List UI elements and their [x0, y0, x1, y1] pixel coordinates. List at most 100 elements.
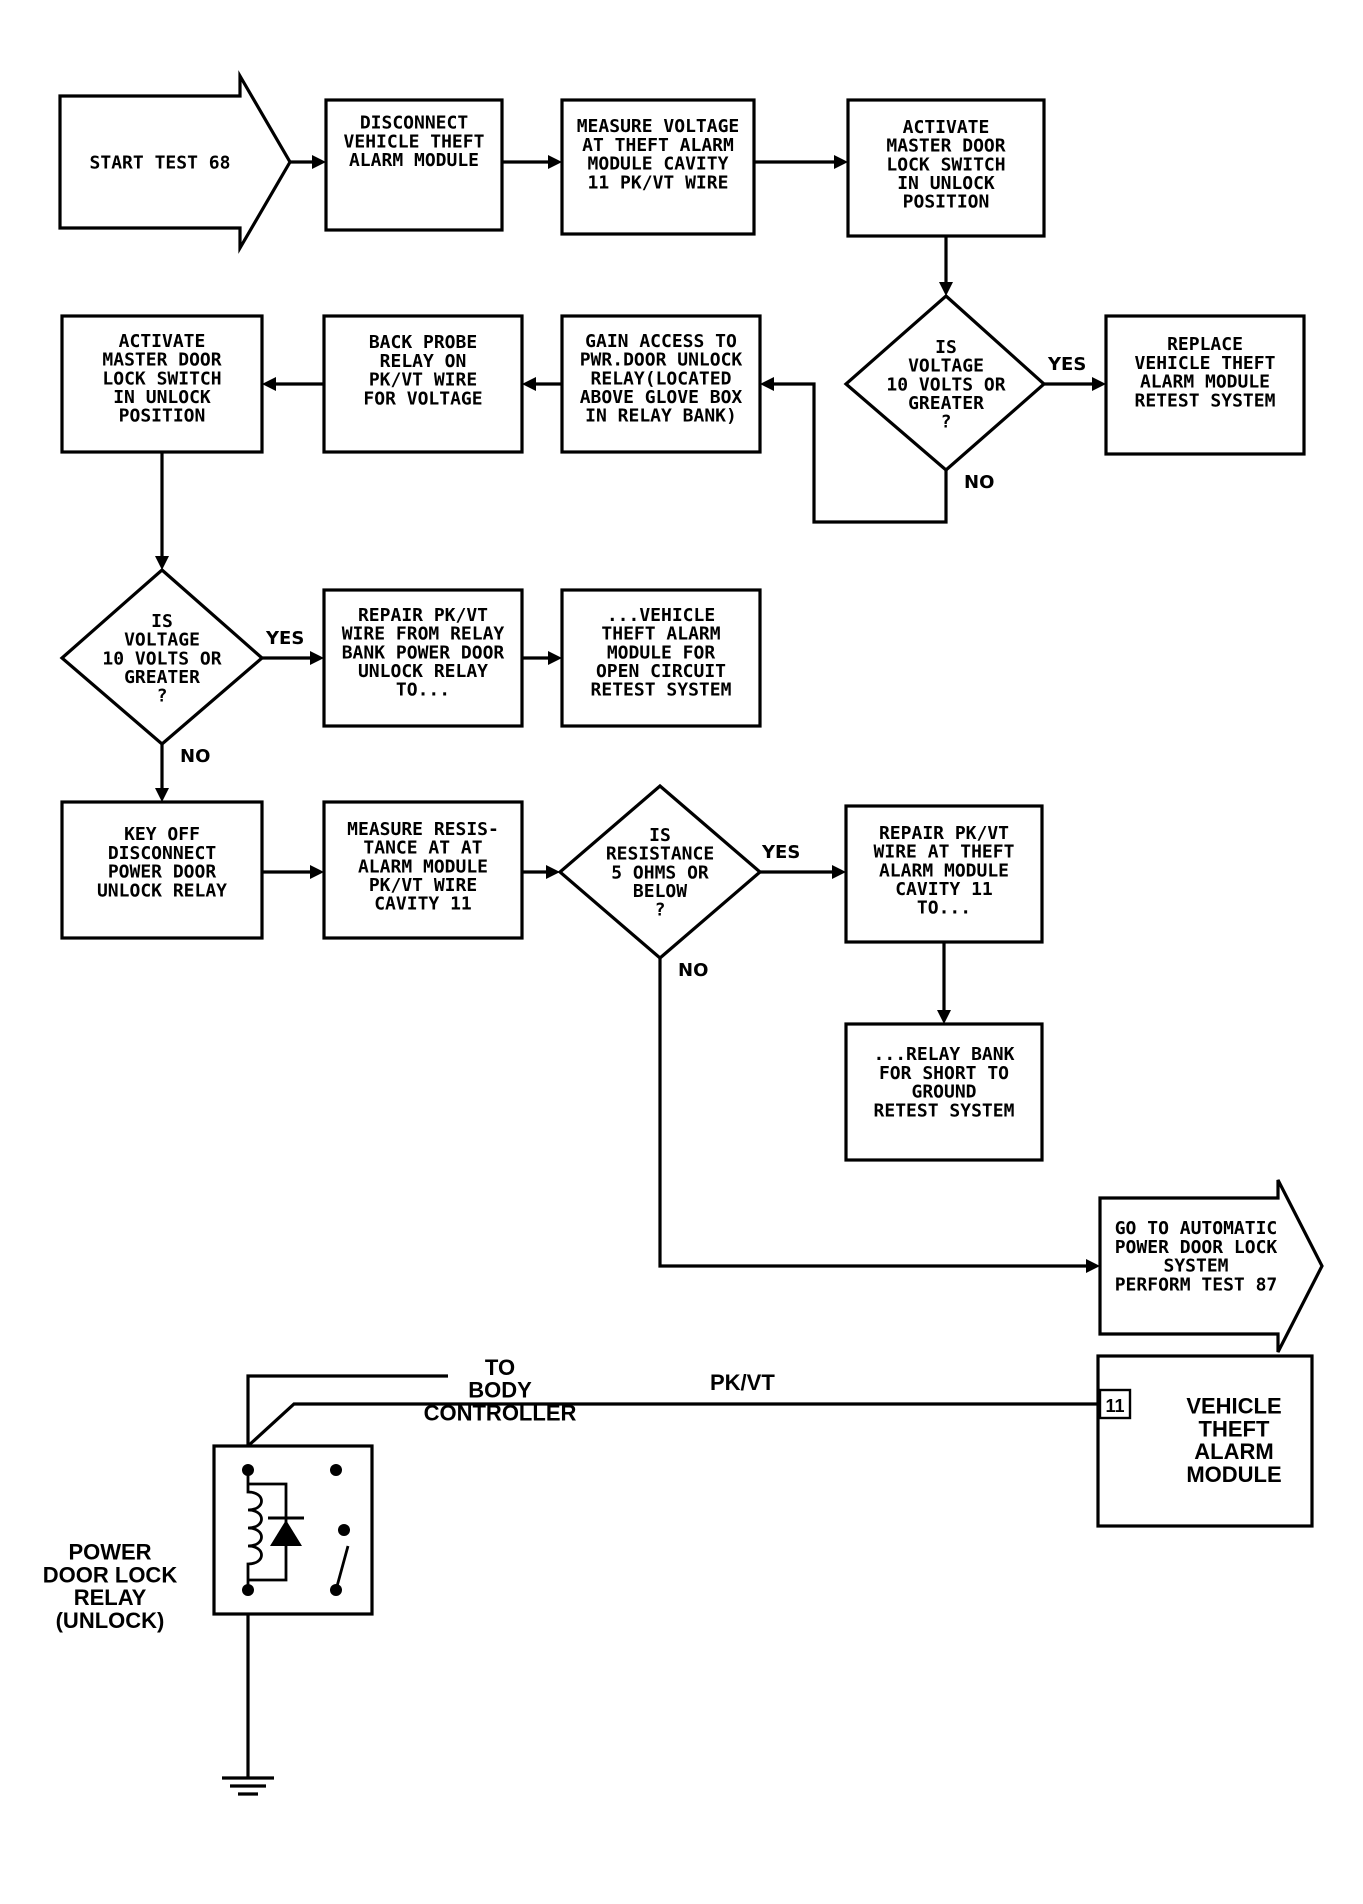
arrowhead — [548, 651, 562, 665]
text-line: BACK PROBE — [369, 332, 477, 353]
text-line: DISCONNECT — [108, 843, 217, 864]
text-line: ALARM MODULE — [349, 150, 479, 171]
text-line: UNLOCK RELAY — [358, 661, 488, 682]
text-line: IS — [151, 611, 173, 632]
text-line: TANCE AT AT — [363, 838, 482, 859]
text-line: IN UNLOCK — [897, 173, 995, 194]
text-line: MEASURE RESIS- — [347, 819, 499, 840]
text-line: IS — [649, 825, 671, 846]
cavity-11-box — [1098, 1388, 1132, 1420]
text-line: 11 PK/VT WIRE — [588, 172, 729, 193]
text-line: POWER DOOR — [108, 862, 217, 883]
arrowhead — [760, 377, 774, 391]
text-line: KEY OFF — [124, 824, 200, 845]
text-line: BODY — [468, 1378, 532, 1403]
text-line: OPEN CIRCUIT — [596, 661, 726, 682]
text-line: BELOW — [633, 881, 687, 902]
arrowhead — [548, 155, 562, 169]
arrowhead — [155, 556, 169, 570]
no-label: NO — [964, 472, 994, 493]
text-line: ? — [655, 900, 666, 921]
text-line: RETEST SYSTEM — [591, 680, 732, 701]
text-line: ? — [941, 412, 952, 433]
yes-label: YES — [761, 842, 800, 863]
text-line: VOLTAGE — [124, 630, 200, 651]
text-line: 5 OHMS OR — [611, 862, 709, 883]
pk-vt-wire-label: PK/VT — [710, 1370, 775, 1395]
no-label: NO — [180, 746, 210, 767]
text-line: PK/VT WIRE — [369, 370, 477, 391]
text-line: FOR VOLTAGE — [363, 388, 482, 409]
diode-icon — [270, 1520, 302, 1546]
pk-vt-wire — [246, 1402, 1100, 1448]
text-line: 10 VOLTS OR — [886, 374, 1005, 395]
text-line: VEHICLE THEFT — [1135, 353, 1276, 374]
theft-alarm-module-box — [1096, 1354, 1314, 1528]
ground-icon — [222, 1776, 274, 1796]
text-line: GO TO AUTOMATIC — [1115, 1218, 1278, 1239]
text-line: ...RELAY BANK — [874, 1044, 1015, 1065]
text-line: GREATER — [908, 393, 984, 414]
relay-terminal — [330, 1464, 342, 1476]
text-line: PERFORM TEST 87 — [1115, 1274, 1278, 1295]
arrowhead — [310, 865, 324, 879]
text-line: RETEST SYSTEM — [1135, 390, 1276, 411]
text-line: THEFT ALARM — [601, 624, 720, 645]
start-test-arrow: START TEST 68 — [58, 70, 292, 254]
text-line: WIRE AT THEFT — [874, 842, 1015, 863]
text-line: LOCK SWITCH — [102, 368, 221, 389]
text-line: ALARM — [1194, 1439, 1273, 1464]
relay-switch-contact — [334, 1545, 350, 1591]
text-line: ? — [157, 686, 168, 707]
text-line: CAVITY 11 — [374, 894, 472, 915]
text-line: ABOVE GLOVE BOX — [580, 387, 743, 408]
text-line: THEFT — [1199, 1416, 1270, 1441]
text-line: PK/VT WIRE — [369, 875, 477, 896]
yes-label: YES — [1047, 354, 1086, 375]
text-line: MASTER DOOR — [102, 350, 221, 371]
text-line: UNLOCK RELAY — [97, 880, 227, 901]
text-line: REPAIR PK/VT — [358, 605, 488, 626]
text-line: PWR.DOOR UNLOCK — [580, 350, 743, 371]
text-line: IN UNLOCK — [113, 387, 211, 408]
text-line: ...VEHICLE — [607, 605, 715, 626]
arrowhead — [310, 651, 324, 665]
text-line: RESISTANCE — [606, 844, 714, 865]
text-line: MODULE — [1186, 1462, 1281, 1487]
text-line: TO... — [396, 680, 450, 701]
text-line: CAVITY 11 — [895, 879, 993, 900]
text-line: DISCONNECT — [360, 113, 469, 134]
text-line: START TEST 68 — [90, 152, 231, 173]
text-line: BANK POWER DOOR — [342, 642, 505, 663]
arrowhead — [155, 788, 169, 802]
text-line: REPAIR PK/VT — [879, 823, 1009, 844]
body-controller-wire — [246, 1374, 448, 1446]
yes-label: YES — [265, 628, 304, 649]
text-line: POSITION — [903, 192, 990, 213]
arrowhead — [834, 155, 848, 169]
arrowhead — [832, 865, 846, 879]
text-line: RELAY — [74, 1585, 147, 1610]
text-line: WIRE FROM RELAY — [342, 624, 505, 645]
start-test-label: START TEST 68 — [90, 152, 231, 173]
text-line: MODULE CAVITY — [588, 154, 729, 175]
arrowhead — [546, 865, 560, 879]
text-line: TO — [485, 1355, 515, 1380]
text-line: 10 VOLTS OR — [102, 648, 221, 669]
text-line: MASTER DOOR — [886, 136, 1005, 157]
